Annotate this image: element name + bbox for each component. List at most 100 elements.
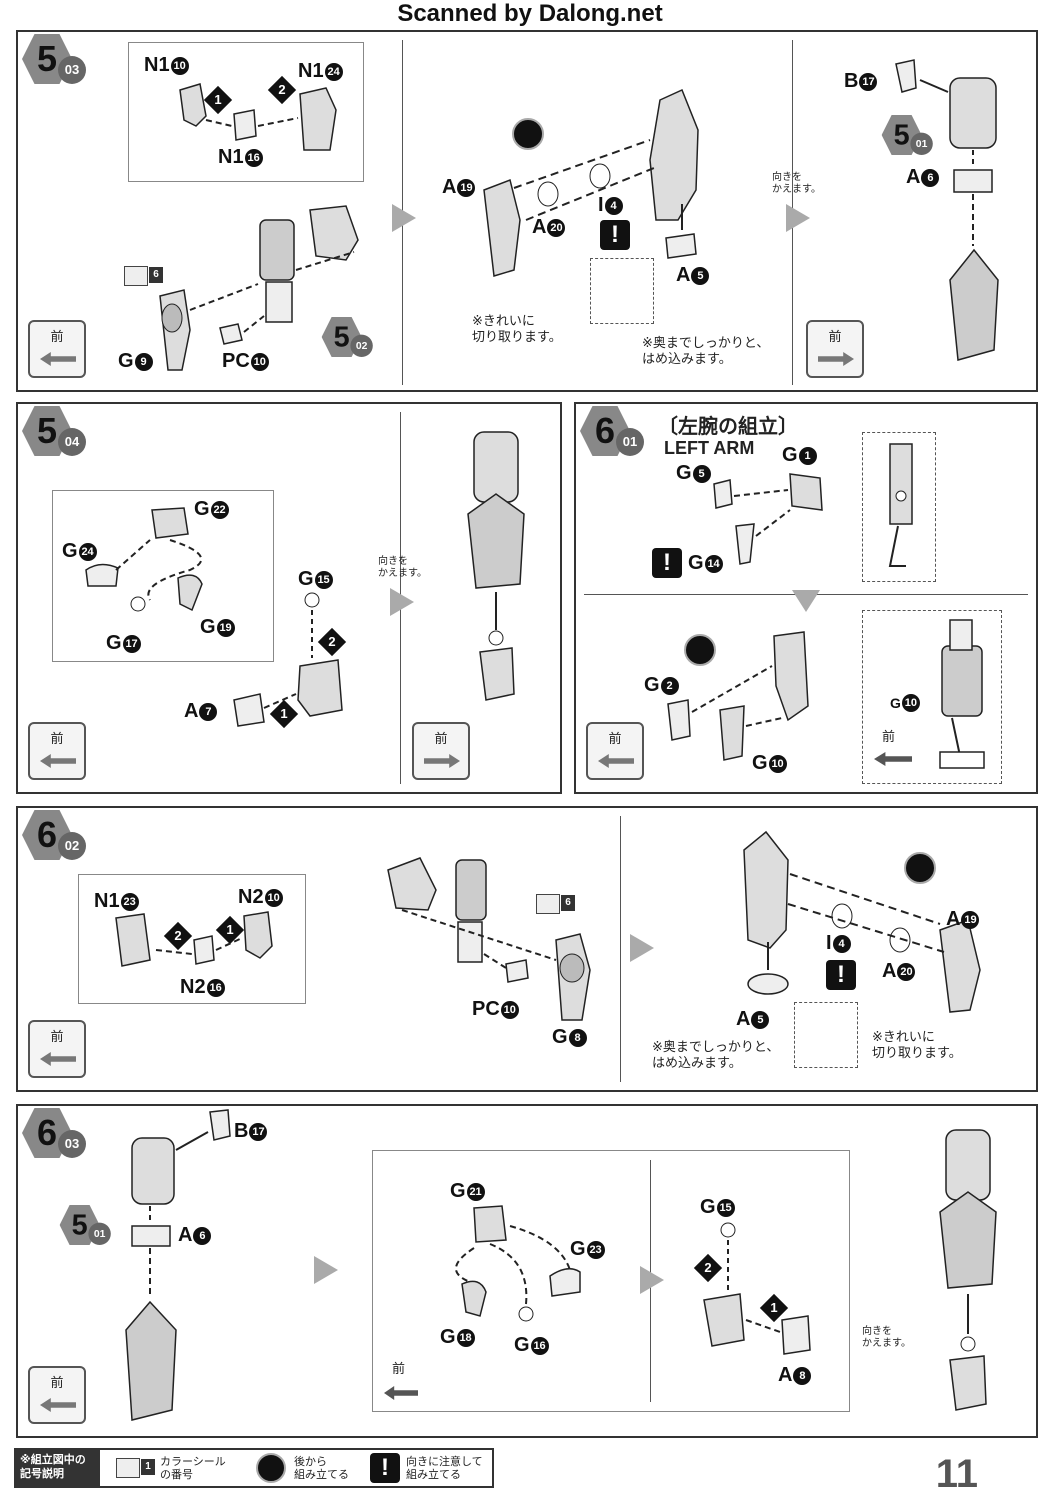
step-number: 6 — [36, 814, 58, 855]
order-number: 1 — [770, 1300, 778, 1315]
frame-detail-drawing — [888, 443, 913, 567]
front-label-inset: 前 — [882, 731, 895, 744]
part-number: 20 — [547, 219, 566, 237]
part-number: 17 — [122, 635, 141, 653]
part-letter: N1 — [218, 146, 244, 168]
legend-line: の番号 — [160, 1468, 193, 1481]
hand-parts-inset — [52, 490, 274, 662]
legend-item-seal: 1 カラーシールの番号 — [116, 1450, 246, 1486]
step-6-01-panel — [574, 402, 1038, 794]
note-line: 切り取ります。 — [472, 330, 562, 345]
shoulder-assembly-drawing — [159, 205, 359, 371]
symbol-legend: ※組立図中の 記号説明 1 カラーシールの番号 後から組み立てる ! 向きに注意… — [14, 1448, 494, 1488]
part-letter: A — [946, 908, 961, 930]
part-number: 5 — [692, 465, 711, 483]
part-number: 23 — [120, 893, 139, 911]
front-label: 前 — [828, 330, 842, 345]
change-direction-note: 向きをかえます。 — [772, 172, 821, 196]
part-number: 23 — [586, 1241, 605, 1259]
change-direction-note: 向きをかえます。 — [862, 1326, 911, 1350]
order-number: 2 — [704, 1260, 712, 1275]
front-indicator: 前 — [28, 1020, 86, 1078]
step-6-02-panel — [16, 806, 1038, 1092]
part-letter: N1 — [94, 890, 120, 912]
part-number: 8 — [568, 1029, 587, 1047]
part-number: 5 — [751, 1011, 770, 1029]
part-letter: G — [570, 1238, 586, 1260]
part-letter: G — [688, 552, 704, 574]
assemble-later-icon — [684, 634, 716, 666]
note-line: ※奥までしっかりと、 — [642, 336, 770, 351]
part-number: 8 — [793, 1367, 812, 1385]
shoulder-parts-drawing — [179, 83, 337, 151]
part-letter: A — [882, 960, 897, 982]
legend-title-line: ※組立図中の — [20, 1453, 86, 1466]
part-letter: G — [440, 1326, 456, 1348]
hand-assembly-drawing — [703, 1222, 811, 1355]
press-fit-note: ※奥までしっかりと、はめ込みます。 — [652, 1040, 779, 1072]
arrow-icon — [598, 754, 634, 768]
change-direction-note: 向きをかえます。 — [378, 556, 427, 580]
step-sub-number: 01 — [88, 1222, 111, 1245]
part-letter: A — [532, 216, 547, 238]
order-marker: 1 — [759, 1293, 789, 1323]
step-number: 5 — [36, 38, 58, 79]
part-number: 9 — [134, 353, 153, 371]
orientation-warning-icon: ! — [826, 960, 856, 990]
front-indicator: 前 — [28, 722, 86, 780]
step-number: 5 — [893, 118, 910, 151]
part-letter: B — [844, 70, 859, 92]
part-number: 15 — [314, 571, 333, 589]
arrow-icon — [818, 352, 854, 366]
legend-item-later: 後から組み立てる — [252, 1450, 362, 1486]
next-arrow-icon — [314, 1256, 338, 1284]
section-title-jp: 〔左腕の組立〕 — [658, 414, 798, 438]
arrow-icon — [40, 1052, 76, 1066]
part-number: 2 — [660, 677, 679, 695]
note-line: はめ込みます。 — [642, 352, 732, 367]
assemble-later-icon — [256, 1453, 286, 1483]
front-indicator: 前 — [586, 722, 644, 780]
step-number: 5 — [36, 410, 58, 451]
orientation-warning-icon: ! — [600, 220, 630, 250]
part-number: 14 — [704, 555, 723, 573]
part-number: 19 — [216, 619, 235, 637]
step-sub-number: 03 — [58, 1130, 86, 1158]
orientation-warning-icon: ! — [652, 548, 682, 578]
order-number: 1 — [280, 706, 288, 721]
step-number: 6 — [36, 1112, 58, 1153]
step-number: 5 — [71, 1208, 88, 1241]
arm-with-hand-drawing — [467, 431, 525, 701]
part-letter: B — [234, 1120, 249, 1142]
front-indicator: 前 — [412, 722, 470, 780]
step-badge-6-03: 6 03 — [22, 1108, 86, 1158]
part-number: 10 — [264, 889, 283, 907]
legend-line: 組み立てる — [294, 1468, 349, 1481]
part-number: 21 — [466, 1183, 485, 1201]
arrow-icon — [424, 754, 460, 768]
part-letter: N2 — [180, 976, 206, 998]
color-seal-marker: 6 — [536, 894, 575, 914]
assemble-later-icon — [512, 118, 544, 150]
part-letter: A — [906, 166, 921, 188]
part-number: 5 — [691, 267, 710, 285]
hand-assembly-drawing — [233, 592, 343, 727]
part-number: 10 — [500, 1001, 519, 1019]
part-letter: G — [106, 632, 122, 654]
reference-5-01: 5 01 — [59, 1205, 111, 1245]
front-indicator: 前 — [806, 320, 864, 378]
part-letter: G — [890, 695, 901, 711]
part-letter: G — [752, 752, 768, 774]
page-number: 11 — [935, 1452, 978, 1496]
